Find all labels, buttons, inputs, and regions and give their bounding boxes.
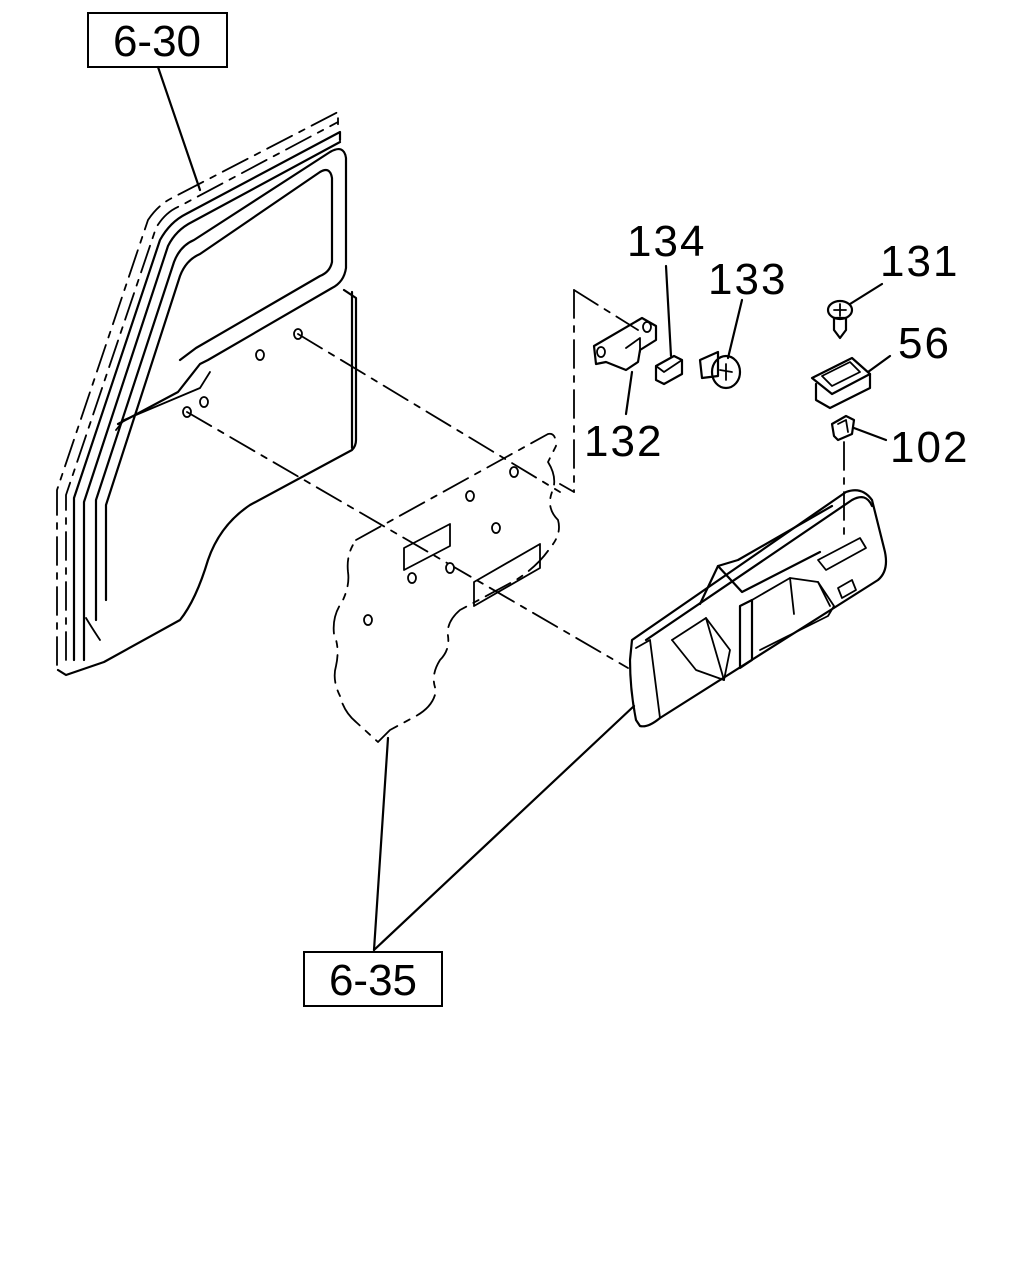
align-line-1	[297, 333, 561, 493]
clip-102	[830, 414, 856, 442]
bezel-56	[810, 356, 872, 410]
leader-131	[848, 282, 884, 306]
screw-133	[698, 350, 742, 390]
leader-56	[866, 354, 892, 374]
door-frame	[56, 111, 358, 677]
ref-box-6-35[interactable]: 6-35	[303, 951, 443, 1007]
bracket-132	[559, 289, 658, 493]
armrest	[628, 489, 888, 728]
leader-6-35-a	[372, 736, 390, 952]
part-label-132[interactable]: 132	[584, 417, 663, 466]
leader-102	[852, 426, 888, 442]
part-label-134[interactable]: 134	[627, 217, 706, 266]
leader-132	[624, 370, 634, 416]
ref-label-6-35: 6-35	[329, 956, 417, 1005]
trim-panel	[332, 432, 560, 743]
part-label-56[interactable]: 56	[898, 319, 951, 368]
part-label-133[interactable]: 133	[708, 255, 787, 304]
clip-134	[654, 354, 684, 386]
leader-6-35-b	[372, 704, 636, 952]
leader-133	[726, 298, 744, 360]
ref-label-6-30: 6-30	[113, 17, 201, 66]
part-label-131[interactable]: 131	[880, 237, 959, 286]
leader-134	[664, 264, 673, 358]
ref-box-6-30[interactable]: 6-30	[87, 12, 228, 68]
part-label-102[interactable]: 102	[890, 423, 969, 472]
align-line-2	[186, 411, 629, 669]
screw-131	[826, 299, 854, 340]
leader-6-30	[156, 65, 202, 192]
